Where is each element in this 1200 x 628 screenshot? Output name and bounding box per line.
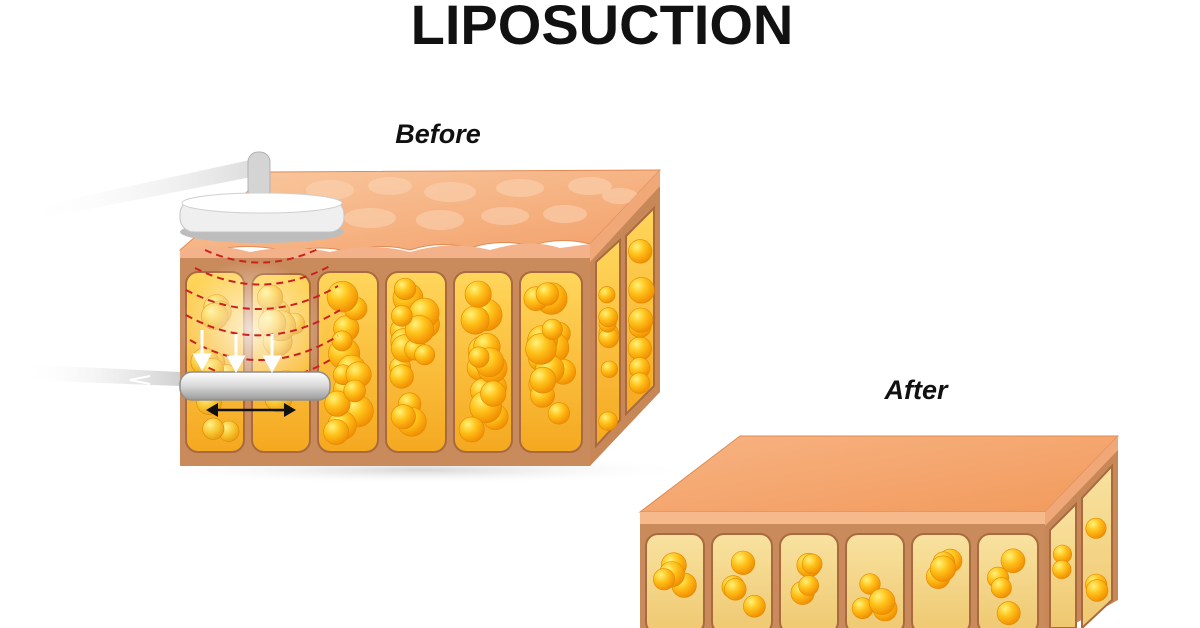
fat-cell	[394, 277, 417, 301]
before-skin-block	[20, 151, 700, 484]
fat-cell	[529, 366, 557, 394]
after-skin-surface	[638, 435, 1120, 513]
fat-cell	[343, 379, 366, 403]
fat-cell	[598, 307, 619, 328]
fat-cell	[390, 404, 416, 430]
back-and-forth-arrow-icon	[206, 403, 296, 417]
fat-cell	[1000, 548, 1026, 574]
fat-cell	[868, 588, 896, 615]
fat-cell	[326, 281, 359, 313]
fat-cell	[929, 555, 957, 582]
fat-cell	[724, 578, 747, 601]
fat-cell	[541, 318, 563, 340]
suction-arrow-icon	[192, 330, 282, 374]
fat-cell	[331, 330, 353, 352]
fat-cell	[458, 416, 485, 443]
fat-cell	[652, 568, 675, 591]
fat-cell	[628, 277, 655, 304]
fat-cell	[859, 573, 881, 595]
cannula-icon	[20, 364, 331, 401]
after-fat-cells	[652, 517, 1109, 626]
treated-zone-glow	[180, 260, 324, 400]
fat-cell	[323, 419, 350, 445]
fat-cell	[598, 286, 616, 304]
fat-cell	[202, 417, 225, 440]
fat-cell	[480, 380, 507, 407]
ultrasound-probe-icon	[20, 151, 345, 243]
fat-cell	[390, 305, 413, 327]
fat-cell	[460, 305, 490, 335]
fat-cell	[525, 333, 557, 365]
fat-cell	[730, 550, 756, 575]
fat-cell	[464, 280, 492, 308]
fat-cell	[628, 307, 654, 333]
fat-cell	[324, 390, 351, 417]
fat-cell	[990, 577, 1012, 599]
energy-waves	[185, 247, 341, 382]
fat-cell	[389, 364, 414, 389]
fat-cell	[414, 344, 436, 366]
fat-cell	[1052, 559, 1072, 580]
fat-cell	[547, 402, 571, 425]
after-skin-block	[638, 435, 1120, 628]
fat-cell	[598, 411, 618, 431]
fat-cell	[996, 601, 1021, 626]
fat-cell	[1085, 579, 1109, 602]
fat-cell	[600, 360, 619, 378]
fat-cell	[798, 575, 820, 596]
fat-cell	[743, 594, 766, 618]
fat-cell	[535, 282, 559, 306]
after-fat-compartments	[645, 463, 1113, 628]
fat-cell	[627, 336, 653, 361]
fat-cell	[628, 239, 653, 264]
fat-cell	[404, 315, 435, 345]
fat-cell	[628, 372, 651, 394]
after-label: After	[883, 375, 948, 405]
fat-cell	[801, 553, 823, 575]
before-label: Before	[395, 119, 481, 149]
fat-cell	[1085, 517, 1107, 539]
fat-cell	[468, 346, 490, 368]
page-title: LIPOSUCTION	[411, 0, 794, 56]
